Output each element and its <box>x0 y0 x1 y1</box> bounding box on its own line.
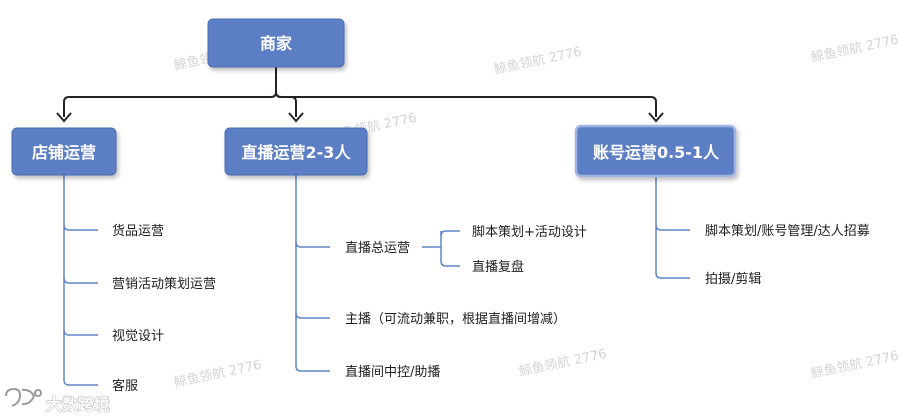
logo-text: 大数跨境 <box>46 395 110 414</box>
watermark-layer: 鲸鱼领航 2776 鲸鱼领航 2776 鲸鱼领航 2776 鲸鱼领航 2776 … <box>173 32 899 391</box>
leaf-label: 直播间中控/助播 <box>345 365 440 380</box>
leaf-label: 视觉设计 <box>112 329 164 344</box>
leaf-labels: 货品运营 营销活动策划运营 视觉设计 客服 直播总运营 主播（可流动兼职，根据直… <box>112 223 870 394</box>
connector-line <box>655 224 690 231</box>
watermark-text: 鲸鱼领航 2776 <box>493 44 584 78</box>
root-box <box>207 18 345 68</box>
connector-line <box>440 231 460 267</box>
branch-label: 店铺运营 <box>32 143 96 162</box>
leaf-label: 货品运营 <box>112 223 164 239</box>
watermark-text: 鲸鱼领航 2776 <box>810 32 899 66</box>
root-connectors <box>56 67 664 123</box>
watermark-text: 鲸鱼领航 2776 <box>518 346 609 380</box>
connector-line <box>63 329 98 336</box>
connector-line <box>440 230 460 237</box>
branch-label: 账号运营0.5-1人 <box>593 143 720 162</box>
branch-node-account: 账号运营0.5-1人 <box>574 124 737 178</box>
arrow-head <box>288 112 304 123</box>
child-connectors <box>63 175 690 386</box>
branch-box <box>11 127 117 176</box>
arrow-head <box>648 112 664 123</box>
connector-line <box>63 175 98 386</box>
connector-line <box>275 91 657 117</box>
leaf-label: 直播复盘 <box>472 259 524 275</box>
leaf-label: 客服 <box>112 378 138 394</box>
leaf-label: 主播（可流动兼职，根据直播间增减） <box>345 312 566 327</box>
leaf-label: 脚本策划+活动设计 <box>472 224 587 240</box>
branch-box <box>574 124 737 178</box>
leaf-label: 脚本策划/账号管理/达人招募 <box>705 223 870 239</box>
leaf-label: 直播总运营 <box>345 241 410 256</box>
connector-line <box>295 175 330 372</box>
leaf-label: 拍摄/剪辑 <box>705 271 761 287</box>
watermark-text: 鲸鱼领航 2776 <box>810 348 899 382</box>
connector-line <box>63 277 98 284</box>
branch-node-store: 店铺运营 <box>11 127 117 176</box>
connector-line <box>63 67 277 117</box>
root-label: 商家 <box>260 34 293 53</box>
connector-line <box>295 241 330 248</box>
watermark-text: 鲸鱼领航 2776 <box>173 357 264 391</box>
leaf-label: 营销活动策划运营 <box>112 276 216 292</box>
connector-line <box>295 312 330 319</box>
connector-line <box>655 175 690 279</box>
branch-box <box>224 127 368 176</box>
branch-label: 直播运营2-3人 <box>242 143 352 162</box>
arrow-head <box>56 112 72 123</box>
connector-line <box>63 224 98 231</box>
branch-node-live: 直播运营2-3人 <box>224 127 368 176</box>
brand-logo: 大数跨境 <box>5 387 110 414</box>
root-node: 商家 <box>207 18 345 68</box>
logo-mark-icon <box>5 387 42 407</box>
